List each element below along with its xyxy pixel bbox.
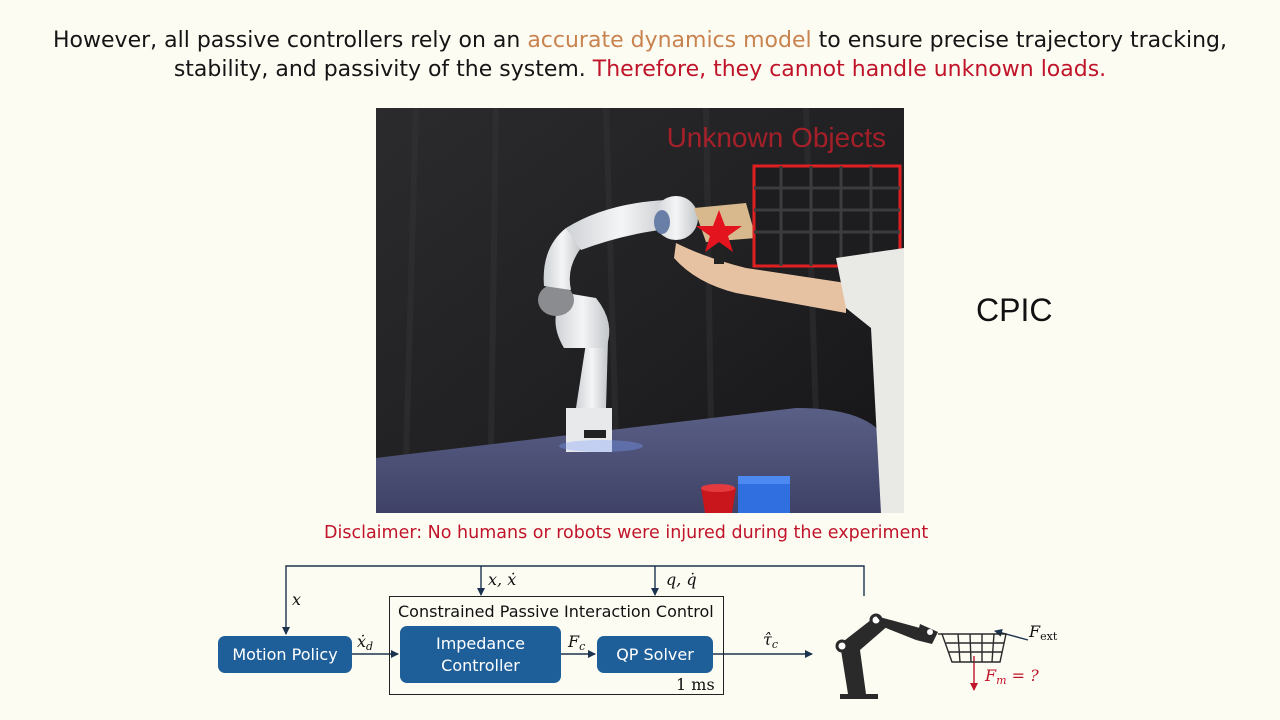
robot-arm-icon [835,613,938,699]
motion-policy-block: Motion Policy [218,636,352,673]
control-block-diagram: Constrained Passive Interaction Control … [200,560,1080,720]
signal-fc: Fc [568,632,585,653]
signal-fm-sub: m [996,674,1007,687]
photo-caption: Unknown Objects [666,122,886,153]
signal-tau-main: τ̂ [763,630,772,649]
signal-tau: τ̂c [763,630,778,651]
frame-rate-label: 1 ms [676,675,715,694]
signal-x-xdot: x, ẋ [488,570,517,589]
headline-text: However, all passive controllers rely on… [53,28,528,53]
impedance-line-2: Controller [441,655,520,675]
signal-fext-sub: ext [1040,630,1058,643]
impedance-line-1: Impedance [435,633,526,653]
qp-solver-block: QP Solver [597,636,713,673]
headline-text-cont: to ensure precise trajectory tracking, s… [173,28,1227,82]
signal-fm-main: F [985,666,997,685]
signal-q-qdot: q, q̇ [666,570,697,589]
signal-xd-sub: d [366,640,374,653]
robot-scene-illustration [376,108,904,513]
headline: However, all passive controllers rely on… [40,26,1240,84]
signal-fc-sub: c [579,640,586,653]
impedance-controller-block: Impedance Controller [400,626,561,683]
signal-fm: Fm = ? [985,666,1039,687]
signal-fc-main: F [568,632,580,651]
frame-title: Constrained Passive Interaction Control [398,602,714,621]
signal-xd: ẋd [357,632,373,653]
signal-x: x [292,590,302,609]
signal-fext-main: F [1029,622,1041,641]
signal-tau-sub: c [771,638,779,651]
signal-fm-rest: = ? [1006,666,1039,685]
cpic-frame [389,596,724,695]
signal-fext: Fext [1029,622,1057,643]
diagram-connectors [282,565,1029,699]
headline-highlight-model: accurate dynamics model [527,28,812,53]
disclaimer-text: Disclaimer: No humans or robots were inj… [324,523,929,543]
headline-highlight-conclusion: Therefore, they cannot handle unknown lo… [592,57,1107,82]
method-label: CPIC [976,292,1053,328]
signal-xd-main: ẋ [357,632,367,651]
experiment-photo: Unknown Objects [376,108,904,513]
basket-icon [938,633,1007,663]
